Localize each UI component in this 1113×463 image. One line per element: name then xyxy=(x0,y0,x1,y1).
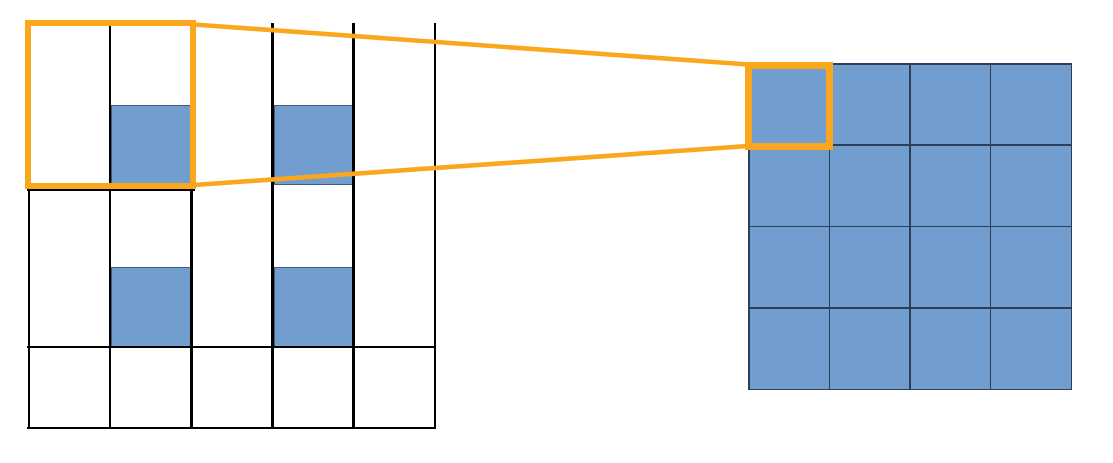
zoom-target-cell-highlight xyxy=(745,62,833,150)
zoom-source-window xyxy=(25,20,196,189)
output-cell-r1c2 xyxy=(830,64,910,145)
output-grid xyxy=(748,63,1072,390)
output-cell-r2c3 xyxy=(910,145,990,226)
input-grid-vline-4 xyxy=(271,23,274,429)
input-grid-vline-2 xyxy=(108,23,112,429)
input-grid-hline-3 xyxy=(27,426,436,430)
output-cell-r3c2 xyxy=(830,227,910,308)
output-cell-r3c3 xyxy=(910,227,990,308)
input-filled-cell-r2c4 xyxy=(273,105,354,186)
output-cell-r2c1 xyxy=(749,145,829,226)
output-cell-r1c3 xyxy=(910,64,990,145)
output-cell-r2c4 xyxy=(991,145,1071,226)
input-grid-hline-2 xyxy=(27,346,436,349)
output-cell-r3c1 xyxy=(749,227,829,308)
output-cell-r4c2 xyxy=(830,308,910,389)
output-cell-r2c2 xyxy=(830,145,910,226)
input-grid-hline-1 xyxy=(27,188,195,191)
output-cell-r1c4 xyxy=(991,64,1071,145)
input-filled-cell-r4c2 xyxy=(111,267,192,348)
input-grid-vline-5 xyxy=(352,23,355,429)
output-cell-r3c4 xyxy=(991,227,1071,308)
output-cell-r1c1 xyxy=(749,64,829,145)
input-grid-vline-1 xyxy=(27,23,31,429)
input-filled-cell-r2c2 xyxy=(111,105,192,186)
output-cell-r4c4 xyxy=(991,308,1071,389)
output-cell-r4c1 xyxy=(749,308,829,389)
output-cell-r4c3 xyxy=(910,308,990,389)
input-grid-vline-3 xyxy=(190,23,193,429)
input-filled-cell-r4c4 xyxy=(273,267,354,348)
zoom-connector-top-line xyxy=(193,22,749,67)
input-grid-vline-6 xyxy=(434,23,436,429)
